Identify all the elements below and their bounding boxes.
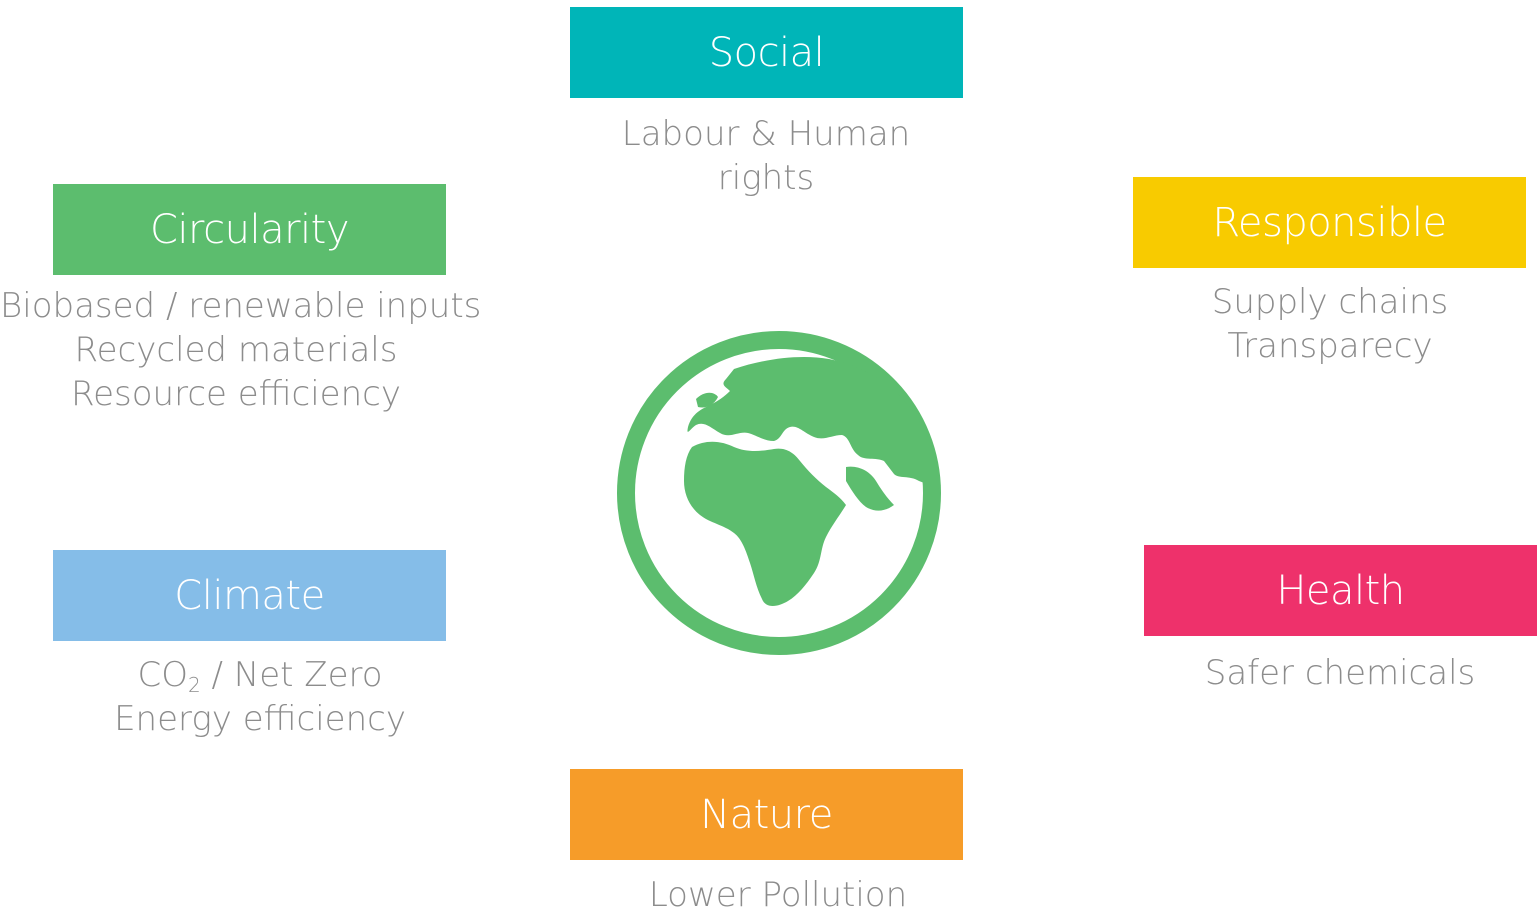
responsible-description: Supply chains Transparecy (1130, 280, 1530, 368)
globe-icon (617, 331, 941, 655)
social-line-1: Labour & Human (621, 114, 911, 154)
globe-island-west (696, 392, 718, 408)
circularity-description: Biobased / renewable inputs Recycled mat… (0, 284, 482, 416)
nature-description: Lower Pollution (578, 873, 978, 917)
health-description: Safer chemicals (1140, 651, 1537, 695)
nature-box: Nature (570, 769, 963, 860)
responsible-line-2: Transparecy (1227, 326, 1433, 366)
circularity-line-3: Resource efficiency (71, 374, 401, 414)
responsible-title: Responsible (1212, 199, 1447, 246)
globe-landmass-africa (684, 441, 846, 606)
globe-landmass-north (687, 357, 940, 489)
globe-landmass-arabia (846, 466, 894, 511)
social-title: Social (708, 29, 825, 76)
social-box: Social (570, 7, 963, 98)
social-line-2: rights (717, 158, 815, 198)
circularity-box: Circularity (53, 184, 446, 275)
health-box: Health (1144, 545, 1537, 636)
climate-description: CO2 / Net Zero Energy efficiency (60, 653, 460, 741)
nature-title: Nature (700, 791, 833, 838)
social-description: Labour & Human rights (566, 112, 966, 200)
globe-outline (617, 331, 941, 655)
climate-line-2: Energy efficiency (114, 699, 406, 739)
climate-netzero-text: / Net Zero (200, 655, 383, 695)
health-line-1: Safer chemicals (1204, 653, 1476, 693)
circularity-line-2: Recycled materials (74, 330, 398, 370)
climate-co-subscript: 2 (187, 673, 201, 697)
responsible-box: Responsible (1133, 177, 1526, 268)
circularity-title: Circularity (150, 206, 350, 253)
health-title: Health (1276, 567, 1405, 614)
circularity-line-1: Biobased / renewable inputs (0, 286, 482, 326)
climate-co-text: CO (137, 655, 188, 695)
nature-line-1: Lower Pollution (648, 875, 908, 915)
climate-title: Climate (174, 572, 325, 619)
responsible-line-1: Supply chains (1211, 282, 1449, 322)
climate-line-1: CO2 / Net Zero (60, 653, 460, 697)
climate-box: Climate (53, 550, 446, 641)
